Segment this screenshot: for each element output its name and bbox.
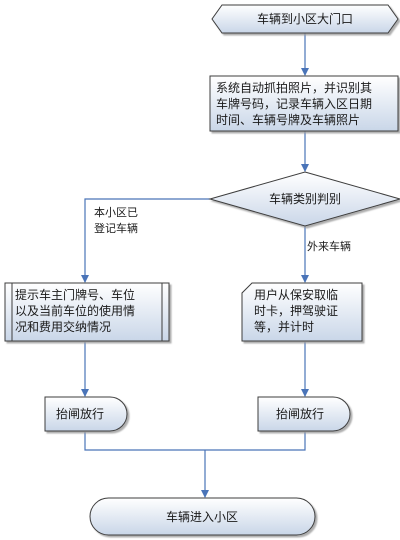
- line-left-release-merge: [84, 432, 205, 451]
- decision-label: 车辆类别判别: [269, 191, 341, 206]
- capture-line-3: 时间、车辆号牌及车辆照片: [216, 112, 360, 127]
- capture-process-node: 系统自动抓拍照片，并识别其 车牌号码，记录车辆入区日期 时间、车辆号牌及车辆照片: [209, 75, 399, 132]
- resident-action-line-3: 况和费用交纳情况: [15, 319, 111, 334]
- branch-visitor-label: 外来车辆: [307, 239, 351, 253]
- visitor-action-line-3: 等，并计时: [254, 320, 314, 334]
- connectors: [81, 33, 309, 498]
- end-node: 车辆进入小区: [89, 497, 316, 536]
- end-label: 车辆进入小区: [166, 509, 238, 524]
- line-right-release-merge: [205, 432, 306, 451]
- release-right-node: 抬闸放行: [257, 396, 351, 432]
- release-left-label: 抬闸放行: [56, 406, 104, 421]
- resident-action-line-2: 以及当前车位的使用情: [15, 303, 135, 318]
- release-left-node: 抬闸放行: [44, 396, 128, 432]
- visitor-action-node: 用户从保安取临 时卡，押驾驶证 等，并计时: [241, 282, 363, 342]
- resident-action-node: 提示车主门牌号、车位 以及当前车位的使用情 况和费用交纳情况: [4, 282, 170, 342]
- visitor-action-line-1: 用户从保安取临: [254, 287, 338, 302]
- visitor-action-line-2: 时卡，押驾驶证: [254, 303, 338, 318]
- capture-line-2: 车牌号码，记录车辆入区日期: [216, 96, 372, 111]
- start-label: 车辆到小区大门口: [257, 11, 353, 26]
- capture-line-1: 系统自动抓拍照片，并识别其: [216, 80, 372, 95]
- branch-resident-line-2: 登记车辆: [94, 221, 138, 235]
- start-node: 车辆到小区大门口: [211, 4, 399, 34]
- release-right-label: 抬闸放行: [276, 406, 324, 421]
- decision-node: 车辆类别判别: [208, 171, 400, 227]
- resident-action-line-1: 提示车主门牌号、车位: [15, 287, 135, 302]
- branch-resident-line-1: 本小区已: [94, 205, 138, 219]
- arrow-decision-to-resident: [81, 198, 210, 283]
